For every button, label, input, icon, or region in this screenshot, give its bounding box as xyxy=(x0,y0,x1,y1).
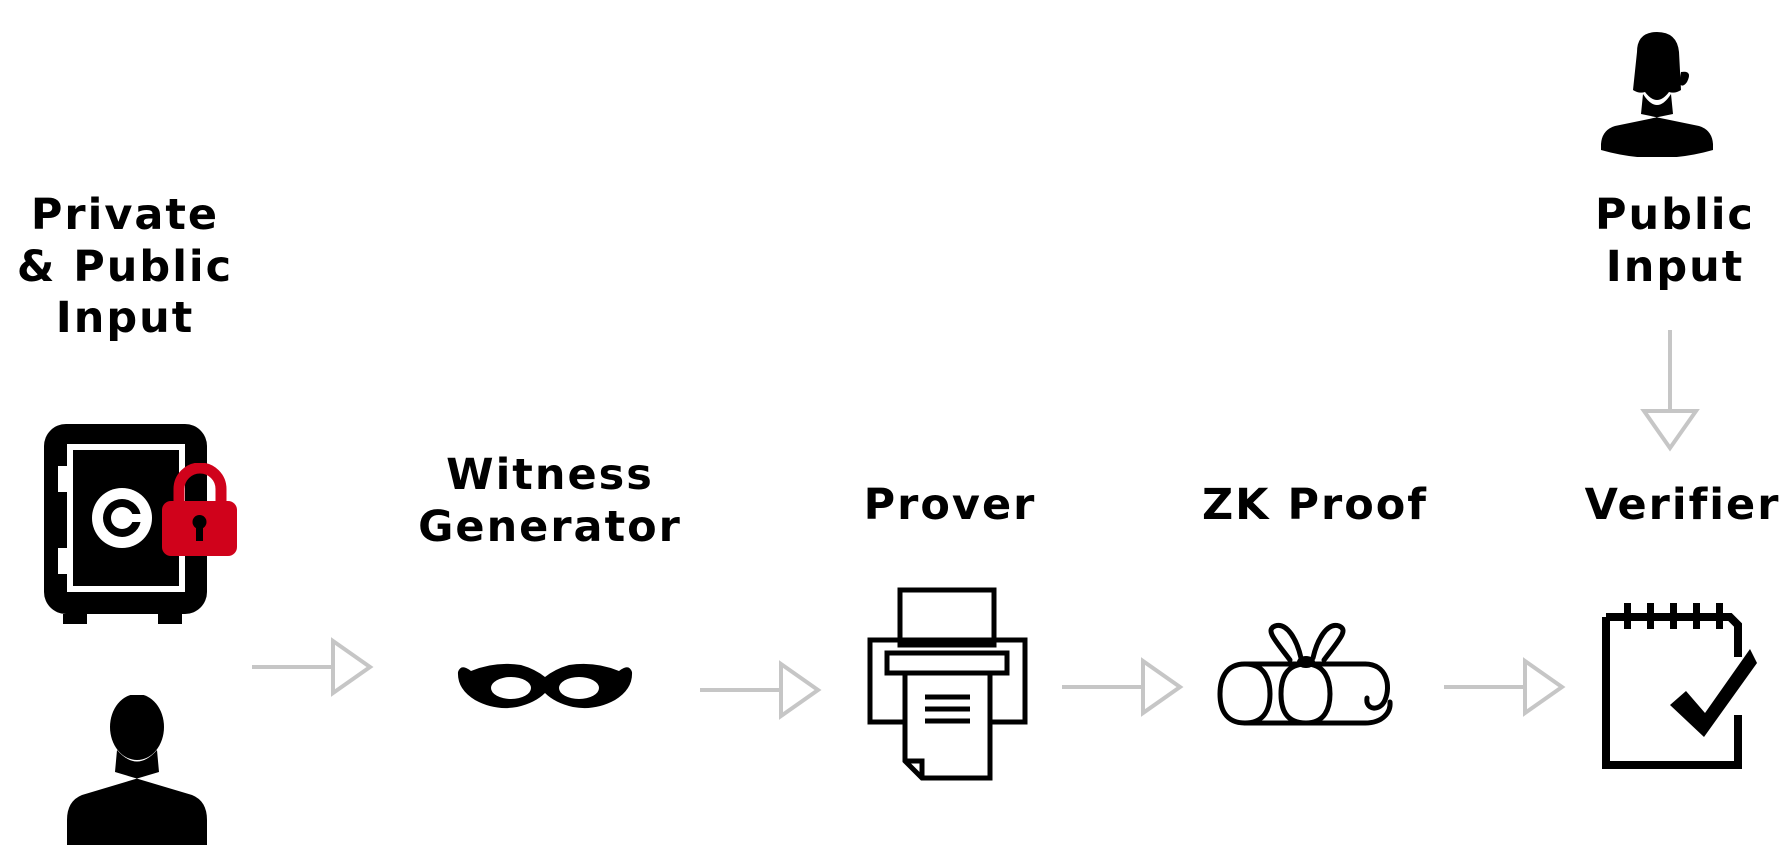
private-public-input-label: Private & Public Input xyxy=(16,190,234,344)
arrow-public-input-to-verifier xyxy=(1640,330,1700,452)
padlock-icon xyxy=(162,463,237,556)
user-icon xyxy=(67,695,207,845)
safe-icon xyxy=(44,424,207,624)
witness-generator-label: Witness Generator xyxy=(418,450,682,552)
printer-icon xyxy=(867,587,1028,781)
verifier-label: Verifier xyxy=(1584,480,1781,530)
checklist-icon xyxy=(1602,603,1757,769)
verifier-user-icon xyxy=(1601,32,1713,157)
arrow-input-to-witness xyxy=(252,637,374,697)
arrow-prover-to-proof xyxy=(1062,657,1184,717)
arrow-witness-to-prover xyxy=(700,660,822,720)
public-input-label: Public Input xyxy=(1595,190,1755,292)
mask-icon xyxy=(457,663,633,709)
arrow-proof-to-verifier xyxy=(1444,657,1566,717)
zk-proof-label: ZK Proof xyxy=(1202,480,1428,530)
scroll-icon xyxy=(1217,623,1393,726)
prover-label: Prover xyxy=(863,480,1037,530)
